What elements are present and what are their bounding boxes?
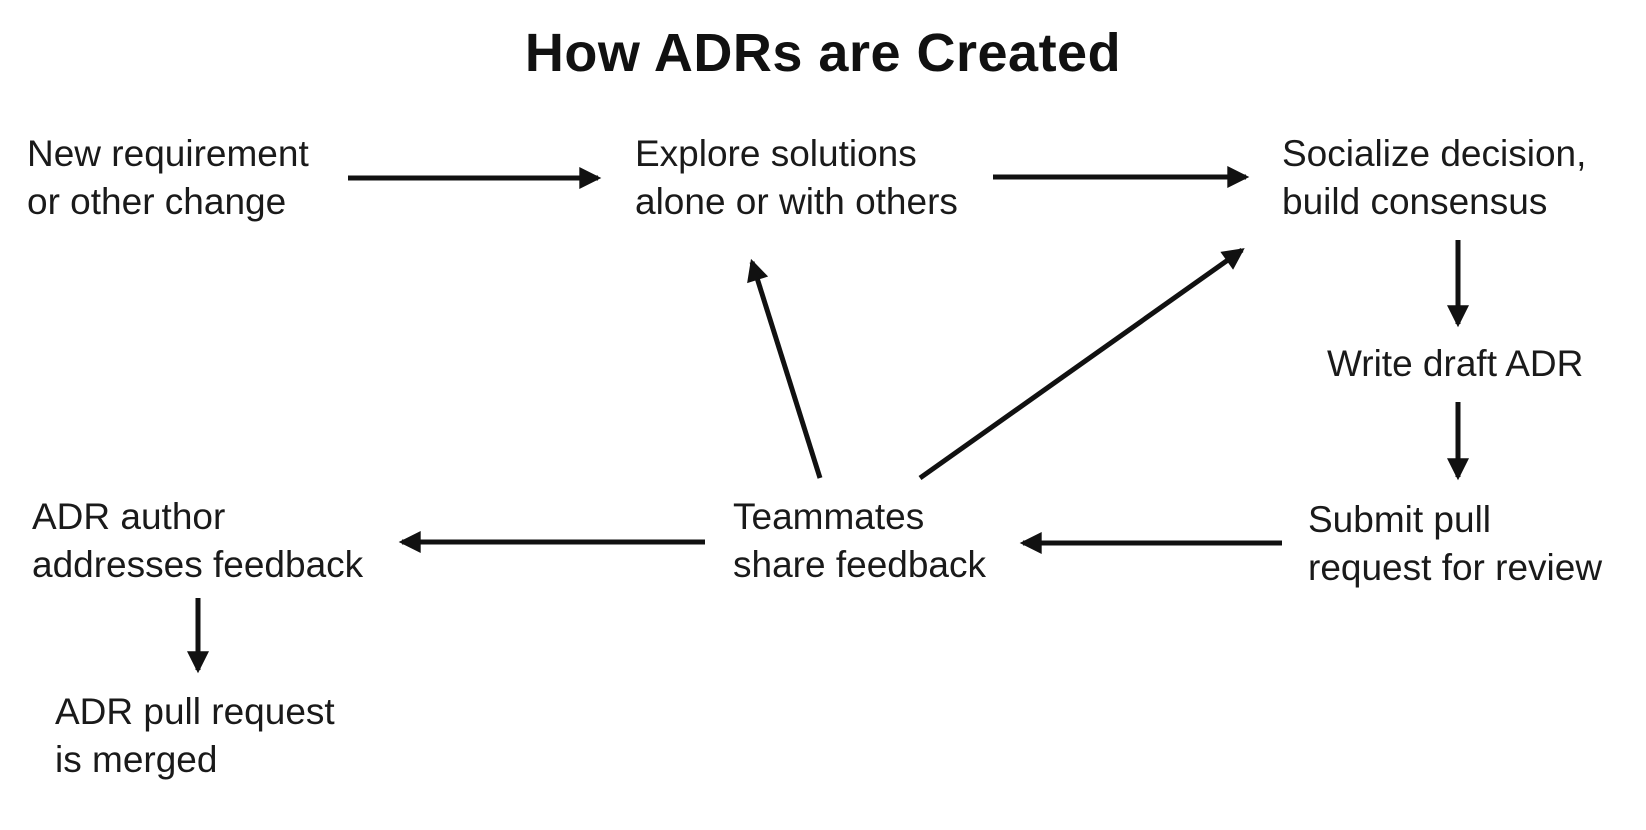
node-explore-solutions: Explore solutions alone or with others — [635, 133, 958, 222]
arrow-teammates-share-feedback-to-socialize-decision — [918, 247, 1245, 481]
node-socialize-decision: Socialize decision, build consensus — [1282, 133, 1587, 222]
node-teammates-share-feedback: Teammates share feedback — [733, 496, 987, 585]
page-title: How ADRs are Created — [524, 23, 1122, 83]
arrow-teammates-share-feedback-to-explore-solutions — [747, 258, 823, 479]
node-write-draft-adr: Write draft ADR — [1327, 343, 1584, 384]
node-new-requirement: New requirement or other change — [27, 133, 309, 222]
node-submit-pull-request: Submit pull request for review — [1308, 499, 1603, 588]
node-adr-pull-request-merged: ADR pull request is merged — [55, 691, 335, 780]
node-adr-author-addresses-feedback: ADR author addresses feedback — [32, 496, 364, 585]
